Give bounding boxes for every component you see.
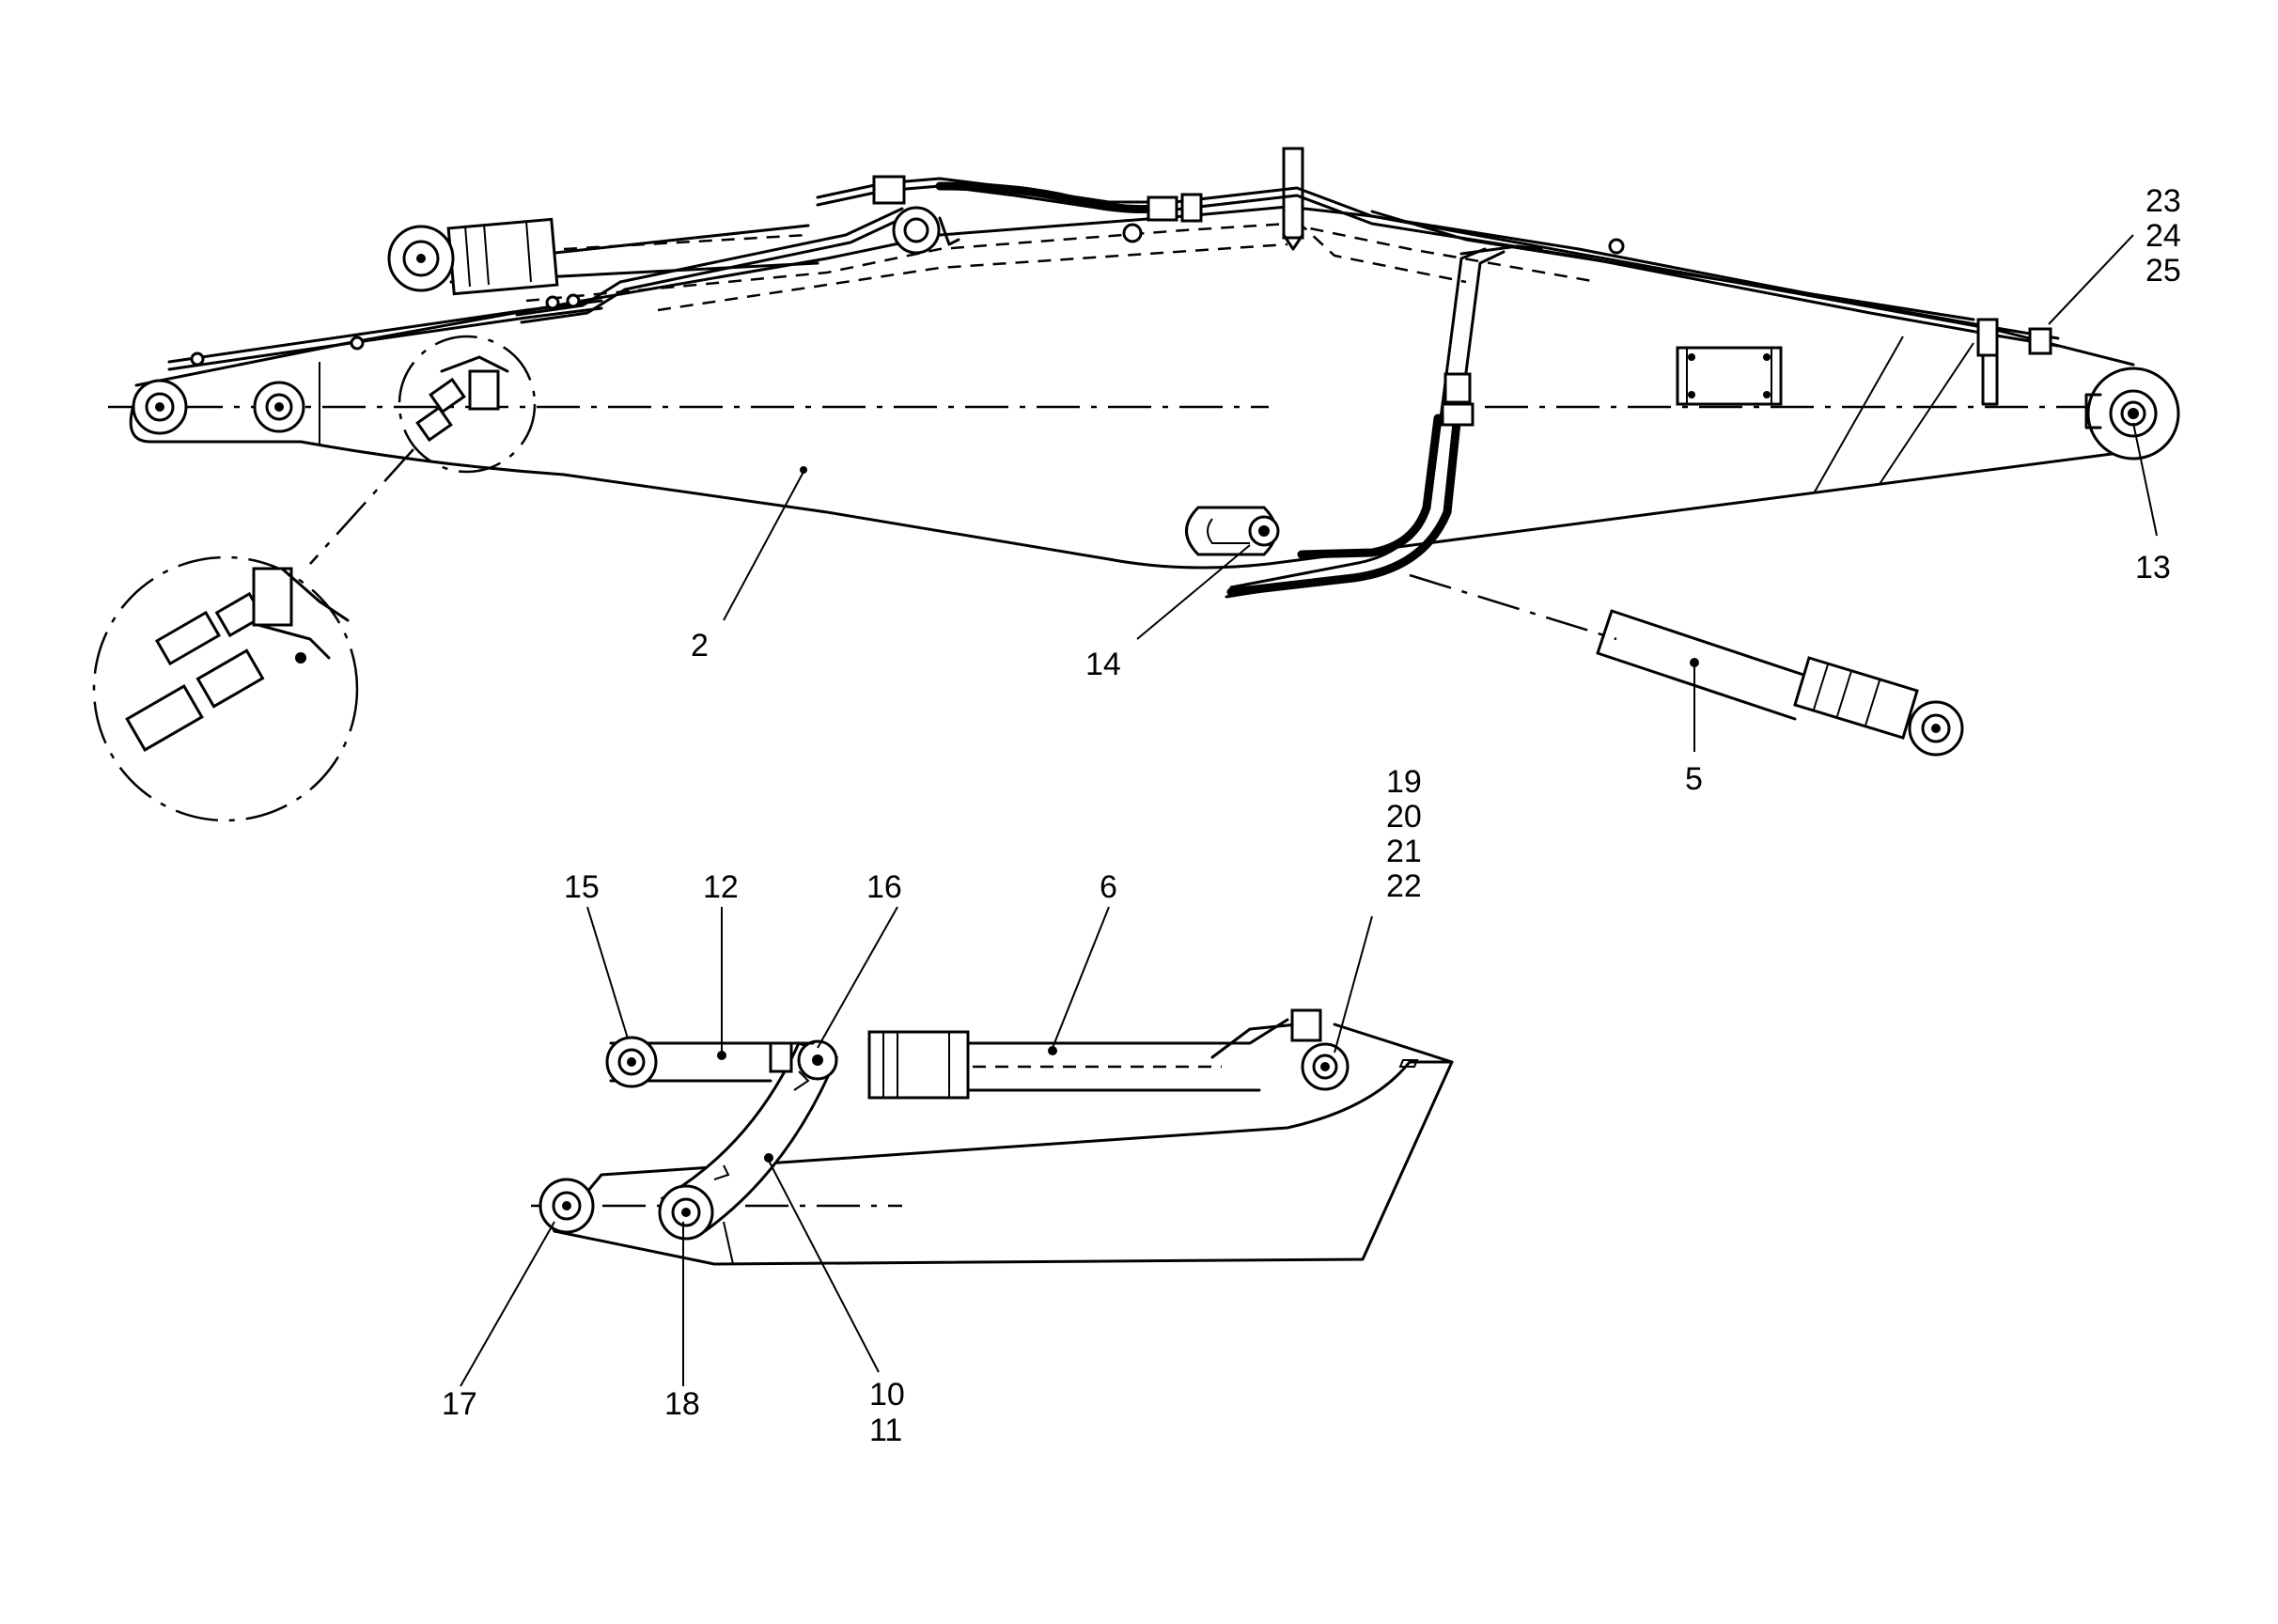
- link-item-10: [658, 1039, 838, 1241]
- rear-pivot-eye: [132, 379, 188, 435]
- callout-19: 19: [1386, 764, 1422, 800]
- cylinder-item-6: [867, 1008, 1350, 1100]
- lower-lug: [1185, 506, 1280, 556]
- hydraulic-lines: [167, 177, 2060, 599]
- callout-21: 21: [1386, 834, 1422, 869]
- callout-12: 12: [703, 869, 739, 905]
- callout-13: 13: [2135, 550, 2171, 586]
- mounting-plate: [1676, 346, 1783, 406]
- top-post: [1282, 147, 1304, 251]
- upper-cylinder: [387, 175, 960, 296]
- callout-10: 10: [869, 1377, 905, 1413]
- callout-16: 16: [866, 869, 902, 905]
- callout-18: 18: [664, 1386, 700, 1422]
- leader-lines: [460, 234, 2158, 1387]
- callout-5: 5: [1685, 761, 1703, 797]
- second-pivot: [253, 381, 305, 433]
- callout-24: 24: [2145, 218, 2181, 254]
- cylinder-item-5: [1409, 573, 1964, 757]
- callout-25: 25: [2145, 253, 2181, 289]
- rear-pivot-17: [538, 1178, 595, 1234]
- callout-11: 11: [869, 1413, 902, 1448]
- callout-22: 22: [1386, 868, 1422, 904]
- callout-23: 23: [2145, 183, 2181, 219]
- callout-labels: 23 24 25 13 2 14 5 19 20 21 22 15 12 16 …: [442, 183, 2181, 1448]
- callout-15: 15: [564, 869, 600, 905]
- callout-2: 2: [691, 628, 709, 664]
- rod-item-12: [605, 1036, 815, 1088]
- callout-20: 20: [1386, 799, 1422, 835]
- detail-callout: [92, 335, 537, 822]
- callout-14: 14: [1085, 647, 1121, 682]
- callout-6: 6: [1100, 869, 1117, 905]
- callout-17: 17: [442, 1386, 477, 1422]
- front-pivot: [2084, 367, 2180, 461]
